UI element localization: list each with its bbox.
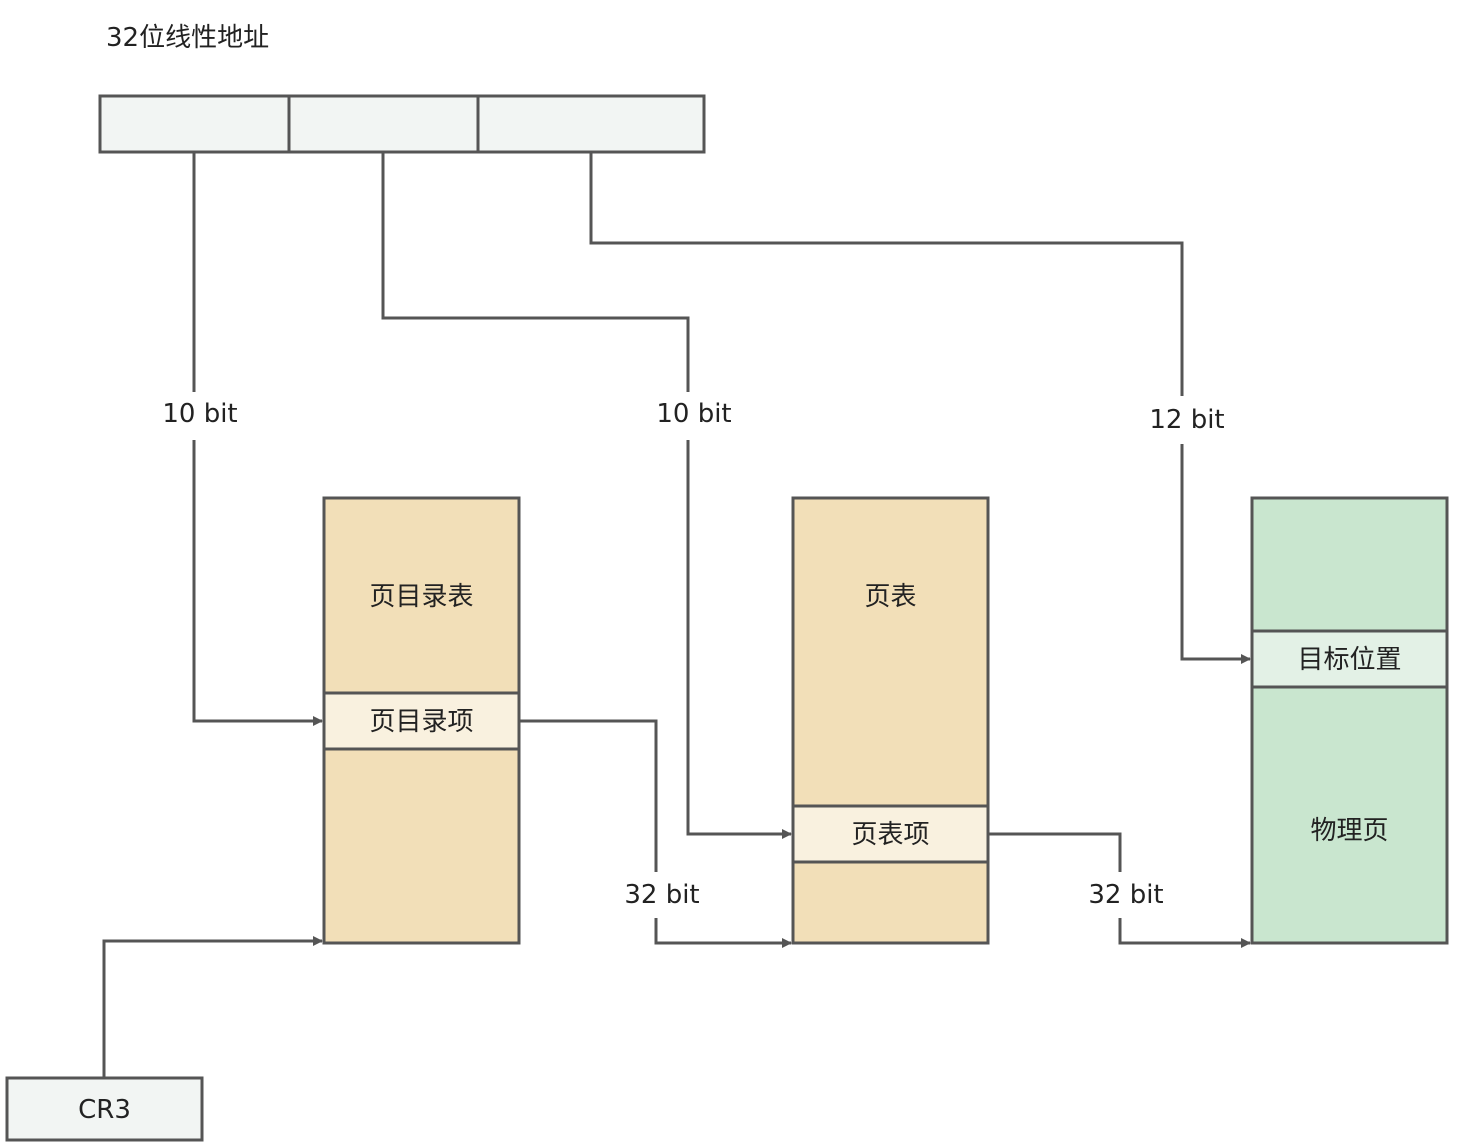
address-segment-directory	[98, 94, 291, 154]
label-directory-bits: 10 bit	[162, 399, 237, 429]
address-segment-offset	[476, 94, 706, 154]
label-pde-output-bits: 32 bit	[624, 880, 699, 910]
connector-pde-to-page-table-lower	[654, 918, 792, 948]
label-table-bits: 10 bit	[656, 399, 731, 429]
address-segment-table	[287, 94, 480, 154]
page-table-entry-label: 页表项	[851, 820, 929, 850]
physical-page: 目标位置 物理页	[1250, 496, 1449, 945]
target-location-label: 目标位置	[1297, 645, 1401, 675]
cr3-register: CR3	[5, 1076, 204, 1142]
physical-page-title: 物理页	[1310, 816, 1388, 846]
page-table-title: 页表	[864, 582, 916, 612]
cr3-label: CR3	[78, 1095, 131, 1125]
target-location-row	[1250, 629, 1449, 689]
connector-table-index-lower	[686, 440, 792, 839]
page-table-body	[791, 496, 990, 945]
connector-cr3-to-page-directory	[102, 936, 323, 1078]
linear-address-title: 32位线性地址	[106, 23, 269, 53]
page-table: 页表 页表项	[791, 496, 990, 945]
page-table-entry-row	[791, 804, 990, 864]
label-offset-bits: 12 bit	[1149, 405, 1224, 435]
page-directory-entry-row	[322, 691, 521, 751]
connector-pte-to-physical-page-lower	[1118, 918, 1251, 948]
connector-offset	[589, 152, 1184, 396]
cr3-box	[5, 1076, 204, 1142]
connector-pde-to-page-table	[519, 719, 658, 872]
connector-directory-index-lower	[192, 440, 323, 726]
physical-page-body	[1250, 496, 1449, 945]
connector-offset-lower	[1180, 444, 1251, 664]
linear-address-bar	[98, 94, 706, 154]
connector-pte-to-physical-page	[988, 832, 1122, 872]
page-directory-table: 页目录表 页目录项	[322, 496, 521, 945]
page-directory-entry-label: 页目录项	[369, 707, 473, 737]
label-pte-output-bits: 32 bit	[1088, 880, 1163, 910]
page-directory-title: 页目录表	[369, 582, 473, 612]
connector-table-index	[381, 152, 690, 392]
